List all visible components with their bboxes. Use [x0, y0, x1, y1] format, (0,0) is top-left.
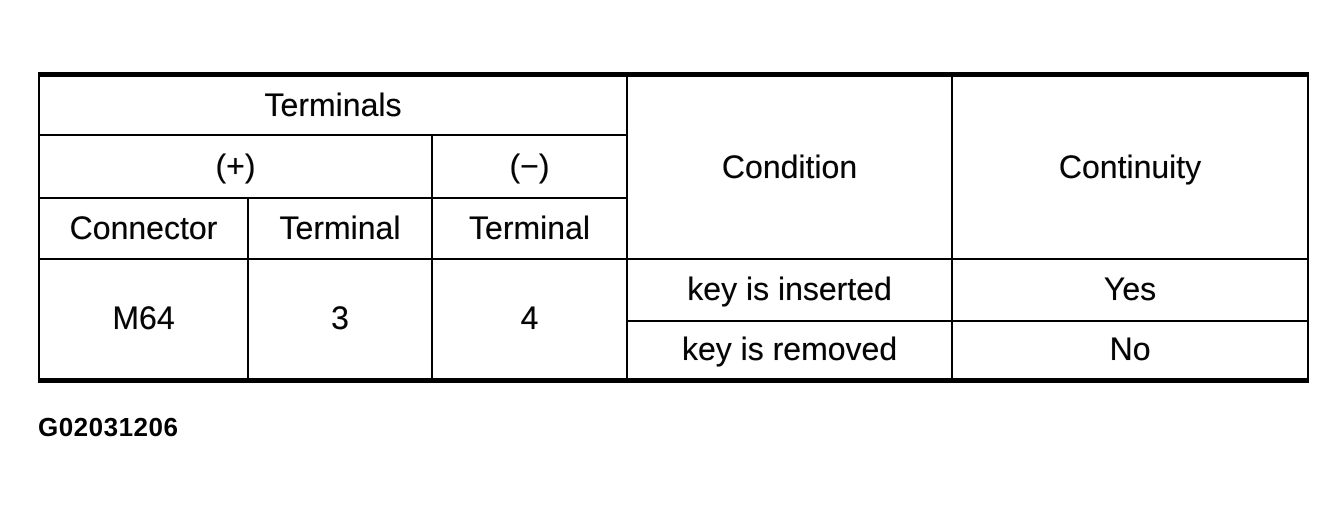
- header-plus: (+): [38, 133, 433, 199]
- cell-continuity-removed: No: [951, 319, 1310, 382]
- cell-terminal-minus: 4: [430, 257, 629, 382]
- table-row: (+) (−): [38, 133, 1308, 199]
- header-minus: (−): [430, 133, 629, 199]
- cell-condition-removed: key is removed: [626, 319, 954, 382]
- header-continuity: Continuity: [951, 73, 1310, 260]
- table-row: key is removed No: [39, 319, 1310, 382]
- table-row: Terminals Condition Continuity: [37, 73, 1310, 260]
- header-connector: Connector: [38, 196, 249, 260]
- header-terminals: Terminals: [37, 73, 629, 136]
- continuity-spec-table: Terminals Condition Continuity (+) (−) C…: [37, 72, 1310, 383]
- header-terminal-plus: Terminal: [247, 196, 433, 260]
- cell-connector: M64: [38, 257, 249, 382]
- header-condition: Condition: [626, 73, 954, 260]
- table-row: M64 3 4 key is inserted Yes: [38, 257, 1310, 382]
- figure-id: G02031206: [38, 412, 179, 442]
- header-terminal-minus: Terminal: [430, 196, 629, 260]
- cell-continuity-inserted: Yes: [951, 257, 1310, 322]
- cell-condition-inserted: key is inserted: [626, 257, 954, 322]
- table-row: Connector Terminal Terminal: [38, 196, 1308, 260]
- cell-terminal-plus: 3: [247, 257, 433, 382]
